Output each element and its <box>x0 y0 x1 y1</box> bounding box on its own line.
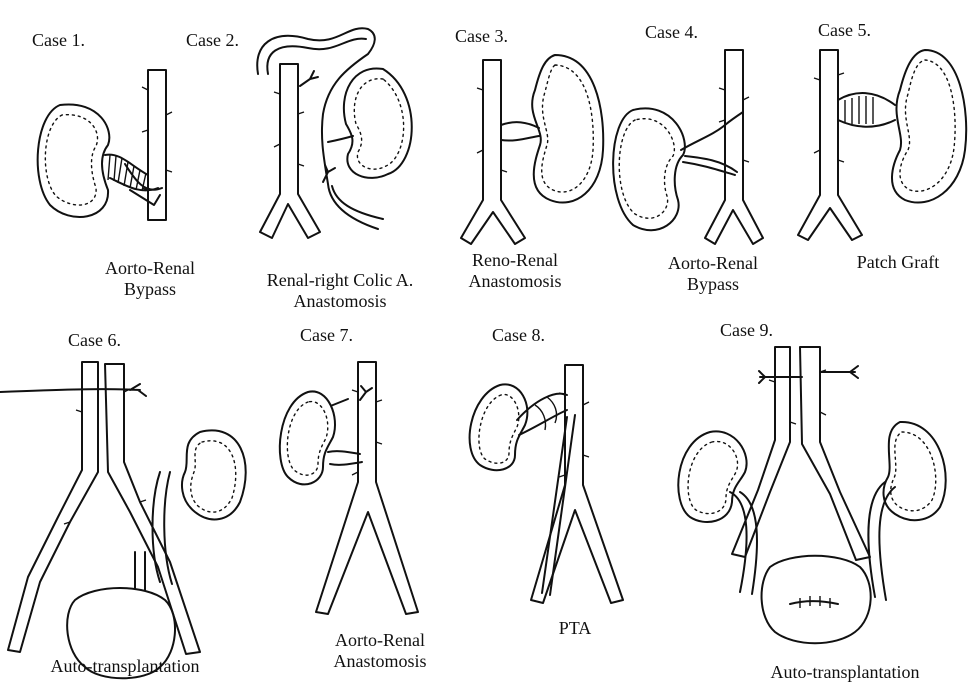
case-4-caption: Aorto-Renal Bypass <box>648 253 778 295</box>
case-7-caption: Aorto-Renal Anastomosis <box>315 630 445 672</box>
case-6-diagram <box>0 352 260 657</box>
case-7-diagram <box>268 352 438 617</box>
case-2-caption: Renal-right Colic A. Anastomosis <box>240 270 440 312</box>
case-8-diagram <box>455 355 625 605</box>
case-5-diagram <box>800 40 970 250</box>
case-3-diagram <box>455 50 615 250</box>
case-5-caption: Patch Graft <box>828 252 968 273</box>
case-3-caption: Reno-Renal Anastomosis <box>455 250 575 292</box>
case-9-title: Case 9. <box>720 320 773 341</box>
case-1-caption: Aorto-Renal Bypass <box>75 258 225 300</box>
case-3-title: Case 3. <box>455 26 508 47</box>
case-9-diagram <box>670 342 970 662</box>
case-6-title: Case 6. <box>68 330 121 351</box>
case-1-title: Case 1. <box>32 30 85 51</box>
case-8-caption: PTA <box>545 618 605 639</box>
case-1-diagram <box>30 60 190 230</box>
case-7-title: Case 7. <box>300 325 353 346</box>
case-5-title: Case 5. <box>818 20 871 41</box>
case-9-caption: Auto-transplantation <box>740 662 950 683</box>
case-2-diagram <box>228 14 443 254</box>
case-6-caption: Auto-transplantation <box>25 656 225 677</box>
case-8-title: Case 8. <box>492 325 545 346</box>
case-4-diagram <box>603 40 763 250</box>
